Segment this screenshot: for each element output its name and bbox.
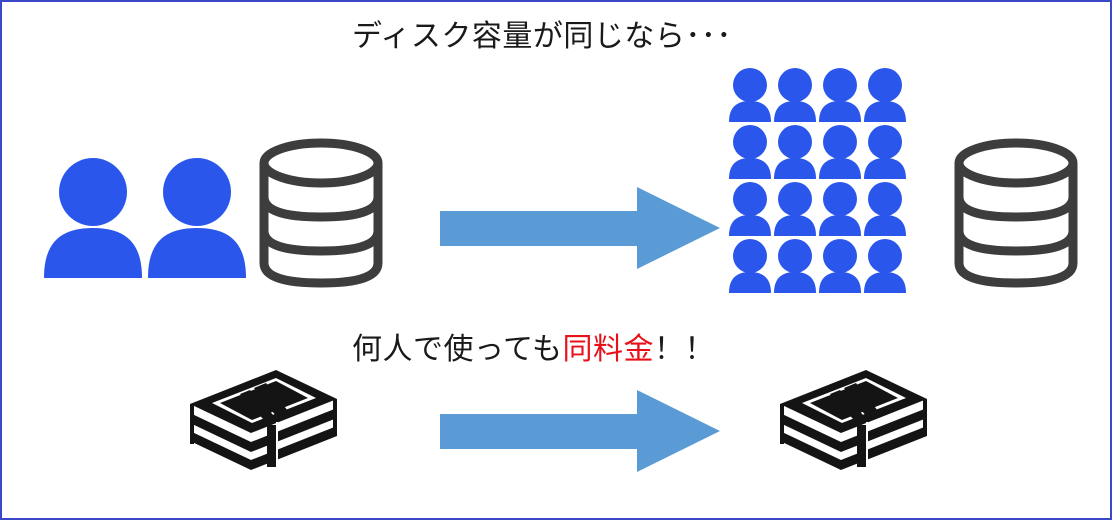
user-icon bbox=[864, 68, 906, 122]
user-icon bbox=[819, 239, 861, 293]
user-icon bbox=[729, 125, 771, 179]
database-icon bbox=[954, 138, 1078, 288]
caption-suffix: ！！ bbox=[654, 332, 715, 367]
user-icon bbox=[819, 68, 861, 122]
user-icon bbox=[774, 125, 816, 179]
user-icon bbox=[729, 182, 771, 236]
caption-highlight: 同料金 bbox=[562, 332, 654, 367]
user-icon bbox=[774, 239, 816, 293]
user-icon bbox=[729, 239, 771, 293]
user-icon bbox=[819, 125, 861, 179]
user-icon bbox=[864, 239, 906, 293]
user-icon bbox=[729, 68, 771, 122]
user-icon bbox=[44, 158, 142, 278]
user-crowd bbox=[729, 68, 906, 293]
same-price-caption: 何人で使っても同料金！！ bbox=[352, 335, 715, 365]
caption-prefix: 何人で使っても bbox=[352, 332, 563, 367]
user-icon bbox=[148, 158, 246, 278]
user-group-small bbox=[44, 158, 246, 278]
user-icon bbox=[774, 68, 816, 122]
disk-capacity-caption: ディスク容量が同じなら･･･ bbox=[352, 19, 732, 54]
arrow-right-icon bbox=[440, 187, 720, 269]
user-icon bbox=[819, 182, 861, 236]
user-icon bbox=[864, 182, 906, 236]
money-stack-icon bbox=[780, 370, 927, 470]
money-stack-icon bbox=[190, 370, 337, 470]
database-icon bbox=[259, 138, 383, 288]
arrow-right-icon bbox=[440, 390, 720, 472]
user-icon bbox=[774, 182, 816, 236]
user-icon bbox=[864, 125, 906, 179]
